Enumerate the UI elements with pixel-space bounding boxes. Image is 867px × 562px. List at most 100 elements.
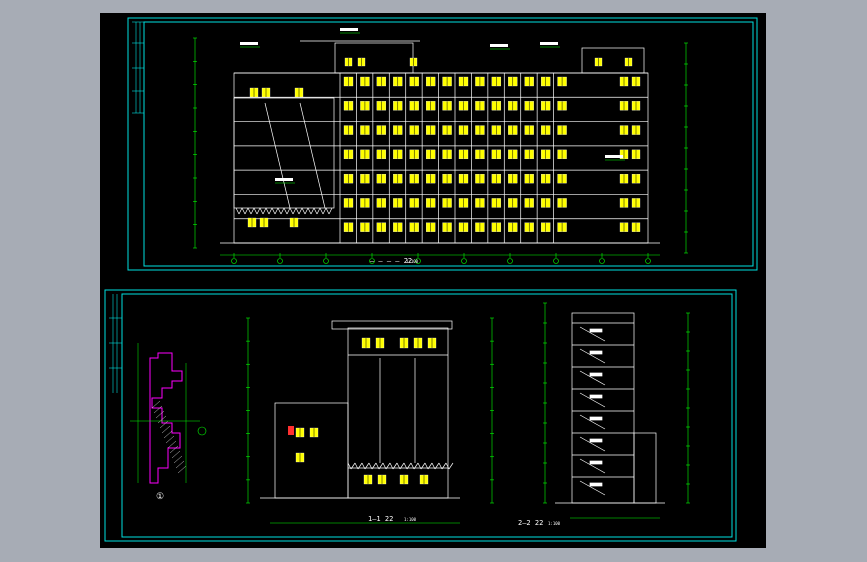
stair-flight [579, 392, 606, 408]
truss-member [274, 207, 279, 215]
truss-member [385, 462, 391, 470]
section-2-label [589, 372, 603, 377]
section-1-scale: 1:100 [404, 517, 417, 522]
axis-bubble [553, 258, 559, 264]
section-2-title: 2—2 22 [518, 519, 543, 527]
truss-member [280, 207, 285, 215]
hatch-line [159, 420, 169, 429]
truss-member [424, 462, 429, 470]
section-1-annex [274, 402, 349, 499]
hatch-line [167, 440, 177, 449]
truss-member [375, 462, 380, 470]
truss-member [427, 462, 433, 470]
truss-member [256, 207, 261, 215]
truss-member [319, 207, 324, 215]
section-2-label [589, 328, 603, 333]
section-2-label [589, 350, 603, 355]
elevation-building [193, 28, 688, 264]
hatch-line [151, 400, 161, 409]
section-1-tower [347, 327, 449, 499]
truss-member [382, 462, 387, 470]
truss-member [350, 462, 356, 470]
section-2-label [589, 416, 603, 421]
truss-member [361, 462, 366, 470]
truss-member [307, 207, 312, 215]
hatch-line [177, 465, 187, 474]
truss-member [328, 207, 333, 215]
truss-member [403, 462, 408, 470]
truss-member [244, 207, 249, 215]
truss-member [316, 207, 321, 215]
leader-text [605, 155, 623, 158]
truss-member [277, 207, 282, 215]
leader-text [540, 42, 558, 45]
stair-flight [579, 458, 606, 474]
axis-bubble [461, 258, 467, 264]
truss-member [357, 462, 363, 470]
detail-marker: ① [156, 492, 164, 502]
hatch-line [157, 415, 167, 424]
truss-member [313, 207, 318, 215]
hatch-line [165, 435, 175, 444]
truss-member [389, 462, 394, 470]
truss-member [241, 207, 246, 215]
axis-bubble [231, 258, 237, 264]
section-1-1 [246, 317, 494, 524]
hatch-line [173, 455, 183, 464]
leader-text [490, 44, 508, 47]
truss-member [431, 462, 436, 470]
truss-member [271, 207, 276, 215]
truss-member [268, 207, 273, 215]
truss-member [413, 462, 419, 470]
sheet-2-inner-frame [121, 293, 733, 538]
truss-member [310, 207, 315, 215]
stair-flight [579, 370, 606, 386]
leader-text [340, 28, 358, 31]
truss-member [392, 462, 398, 470]
sheet-1-title: — — — — 22 [370, 257, 412, 265]
truss-member [301, 207, 306, 215]
truss-member [253, 207, 258, 215]
truss-member [364, 462, 370, 470]
sheet-1-title-block [132, 21, 144, 114]
hatch-line [161, 425, 171, 434]
sheet-2-title-block [109, 294, 122, 393]
axis-bubble [507, 258, 513, 264]
atrium-void [233, 97, 335, 209]
stair-flight [579, 436, 606, 452]
section-2-label [589, 482, 603, 487]
truss-member [265, 207, 270, 215]
wall-detail: ① [130, 343, 207, 502]
axis-bubble [323, 258, 329, 264]
axis-bubble [599, 258, 605, 264]
truss-member [295, 207, 300, 215]
sheet-1-outer-frame [127, 17, 758, 271]
section-2-label [589, 460, 603, 465]
truss-member [417, 462, 422, 470]
truss-member [347, 462, 352, 470]
model-space-canvas[interactable]: — — — — 22 1:100 ① [100, 13, 766, 548]
stair-flight [579, 414, 606, 430]
section-2-label [589, 438, 603, 443]
truss-member [247, 207, 252, 215]
truss-member [304, 207, 309, 215]
truss-member [238, 207, 243, 215]
section-1-roof [331, 320, 453, 330]
truss-member [396, 462, 401, 470]
truss-member [322, 207, 327, 215]
truss-member [286, 207, 291, 215]
sheet-2-outer-frame [104, 289, 737, 542]
truss-member [250, 207, 255, 215]
truss-member [399, 462, 405, 470]
section-2-scale: 1:100 [548, 521, 561, 526]
elevation-outline [233, 72, 649, 244]
hatch-line [155, 410, 165, 419]
truss-member [325, 207, 330, 215]
truss-member [289, 207, 294, 215]
truss-member [378, 462, 384, 470]
section-2-label [589, 394, 603, 399]
truss-member [406, 462, 412, 470]
truss-member [354, 462, 359, 470]
truss-member [438, 462, 443, 470]
